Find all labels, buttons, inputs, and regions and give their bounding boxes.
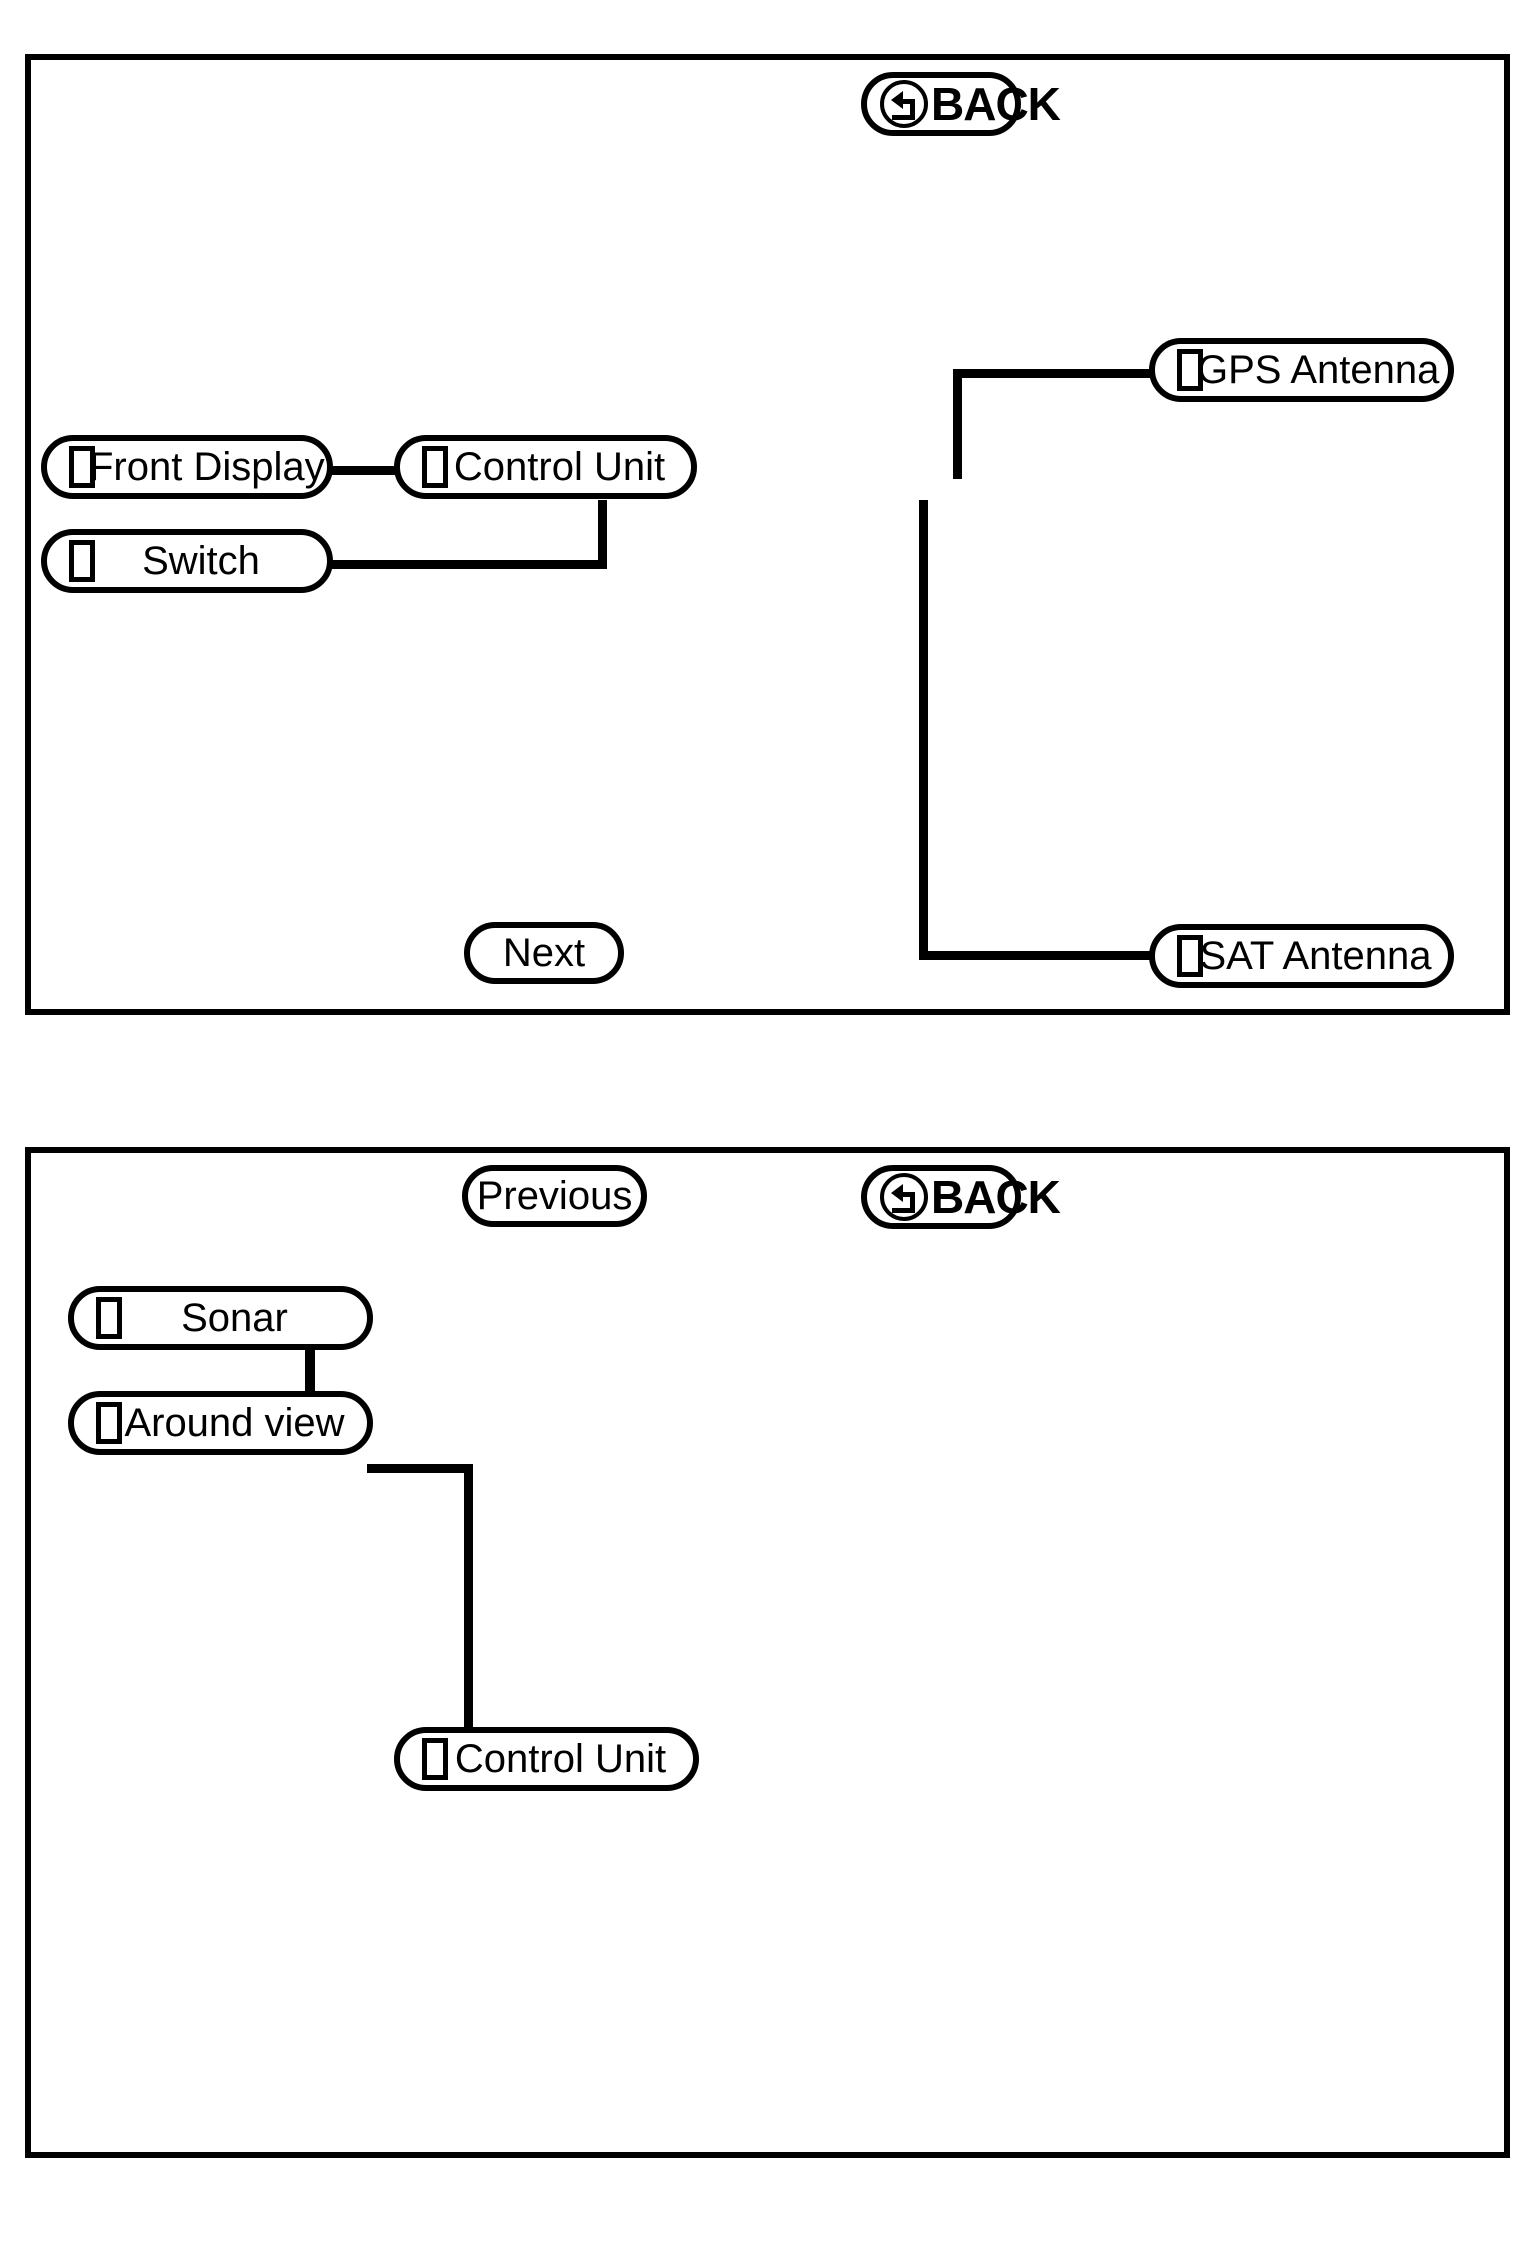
wire-front-display-to-control-unit	[331, 466, 401, 475]
screen-2-canvas: Previous BACK Sonar Around view Contr	[31, 1153, 1504, 2152]
tofu-box-icon	[96, 1402, 122, 1444]
tofu-box-icon	[422, 1738, 448, 1780]
wire-gps-horizontal	[953, 369, 1153, 378]
screen-1-canvas: BACK GPS Antenna Front Display Control U…	[31, 60, 1504, 1009]
wire-around-view-vertical	[464, 1464, 473, 1730]
node-sat-antenna[interactable]: SAT Antenna	[1149, 924, 1454, 988]
tofu-box-icon	[1177, 349, 1203, 391]
node-front-display[interactable]: Front Display	[41, 435, 333, 499]
node-gps-antenna-label: GPS Antenna	[1197, 348, 1440, 392]
back-button[interactable]: BACK	[861, 72, 1061, 136]
node-gps-antenna[interactable]: GPS Antenna	[1149, 338, 1454, 402]
wire-sat-vertical	[919, 500, 928, 960]
node-sat-antenna-label: SAT Antenna	[1199, 934, 1432, 978]
wire-gps-vertical	[953, 369, 962, 479]
node-control-unit[interactable]: Control Unit	[394, 435, 697, 499]
tofu-box-icon	[69, 446, 95, 488]
wire-around-view-horizontal	[367, 1464, 473, 1473]
back-arrow-icon	[880, 80, 928, 128]
previous-button[interactable]: Previous	[462, 1165, 647, 1227]
node-around-view[interactable]: Around view	[68, 1391, 373, 1455]
node-around-view-label: Around view	[124, 1401, 345, 1445]
tofu-box-icon	[69, 540, 95, 582]
diagram-screen-1: BACK GPS Antenna Front Display Control U…	[25, 54, 1510, 1015]
wire-sat-horizontal	[919, 951, 1153, 960]
diagram-screen-2: Previous BACK Sonar Around view Contr	[25, 1147, 1510, 2158]
wire-sonar-to-around-view	[305, 1349, 315, 1413]
back-button-label: BACK	[931, 1171, 1061, 1223]
back-button[interactable]: BACK	[861, 1165, 1061, 1229]
node-switch-label: Switch	[142, 539, 260, 583]
node-control-unit-label: Control Unit	[454, 1737, 667, 1781]
node-front-display-label: Front Display	[89, 445, 325, 489]
wire-switch-horizontal	[331, 560, 607, 569]
wire-switch-vertical	[598, 500, 607, 569]
node-control-unit[interactable]: Control Unit	[394, 1727, 699, 1791]
next-button[interactable]: Next	[464, 922, 624, 984]
node-switch[interactable]: Switch	[41, 529, 333, 593]
tofu-box-icon	[422, 446, 448, 488]
tofu-box-icon	[1177, 935, 1203, 977]
node-sonar[interactable]: Sonar	[68, 1286, 373, 1350]
back-button-label: BACK	[931, 78, 1061, 130]
tofu-box-icon	[96, 1297, 122, 1339]
back-arrow-icon	[880, 1173, 928, 1221]
node-sonar-label: Sonar	[181, 1296, 288, 1340]
node-control-unit-label: Control Unit	[453, 445, 666, 489]
